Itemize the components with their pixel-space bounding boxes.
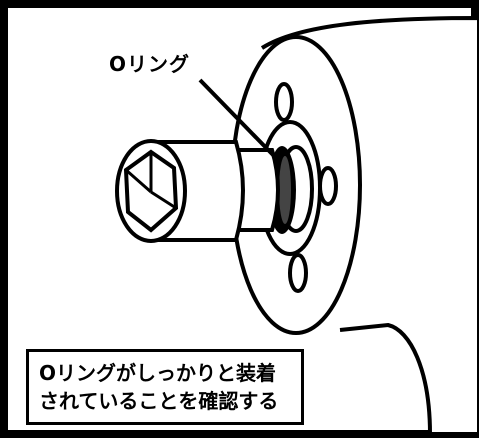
flange-hole-top bbox=[274, 82, 294, 122]
hex-line-2 bbox=[125, 168, 152, 194]
instruction-caption-box: Oリングがしっかりと装着 されていることを確認する bbox=[26, 349, 304, 425]
flange-hole-bottom bbox=[288, 253, 308, 293]
instruction-caption-line-2: されていることを確認する bbox=[39, 389, 279, 413]
instruction-caption-line-1: Oリングがしっかりと装着 bbox=[39, 361, 277, 385]
oring-highlight bbox=[279, 156, 291, 224]
flange-hole-right bbox=[318, 166, 338, 206]
callout-leader-line bbox=[198, 78, 278, 160]
oring-callout-label: Oリング bbox=[109, 52, 191, 76]
hex-line-3 bbox=[150, 190, 177, 210]
